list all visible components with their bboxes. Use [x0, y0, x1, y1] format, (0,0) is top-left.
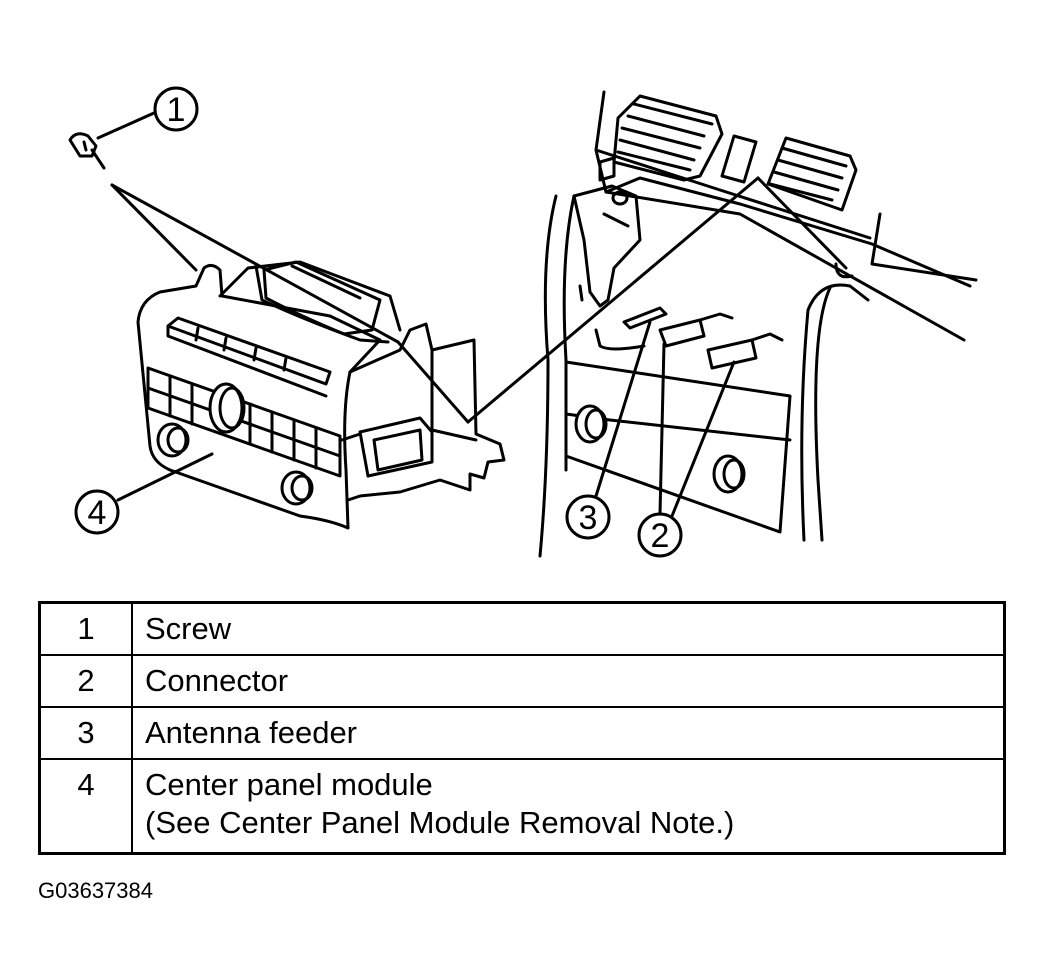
legend-label: Antenna feeder [131, 706, 1006, 760]
legend-number: 4 [38, 758, 133, 855]
callout-3-leader [594, 320, 652, 498]
table-row: 2 Connector [38, 654, 1006, 708]
callout-2-leader-b [670, 360, 736, 518]
exploded-diagram: 1 2 3 4 [68, 86, 978, 558]
callout-4-label: 4 [88, 494, 107, 532]
callout-2-label: 2 [651, 517, 670, 555]
legend-label-cell: Center panel module (See Center Panel Mo… [131, 758, 1006, 855]
legend-number: 1 [38, 601, 133, 656]
legend-label: Screw [131, 601, 1006, 656]
legend-number: 2 [38, 654, 133, 708]
table-row: 1 Screw [38, 601, 1006, 656]
parts-legend-table: 1 Screw 2 Connector 3 Antenna feeder 4 C… [38, 601, 1006, 855]
dashboard [538, 90, 978, 558]
callout-3-label: 3 [579, 499, 598, 537]
table-row: 4 Center panel module (See Center Panel … [38, 758, 1006, 855]
callout-2-circle [637, 512, 683, 558]
screw-part [68, 132, 106, 170]
callout-1-label: 1 [167, 91, 186, 129]
callout-4-leader [116, 452, 214, 502]
legend-label-note: (See Center Panel Module Removal Note.) [145, 805, 735, 840]
callout-1-leader [96, 111, 156, 140]
figure-code: G03637384 [38, 878, 153, 903]
table-row: 3 Antenna feeder [38, 706, 1006, 760]
callout-1-circle [153, 86, 199, 132]
callout-4-circle [74, 489, 120, 535]
center-panel-module [136, 260, 506, 530]
legend-number: 3 [38, 706, 133, 760]
callout-3-circle [565, 494, 611, 540]
legend-label: Connector [131, 654, 1006, 708]
callout-2-leader-a [658, 342, 666, 516]
legend-label: Center panel module [145, 767, 433, 802]
